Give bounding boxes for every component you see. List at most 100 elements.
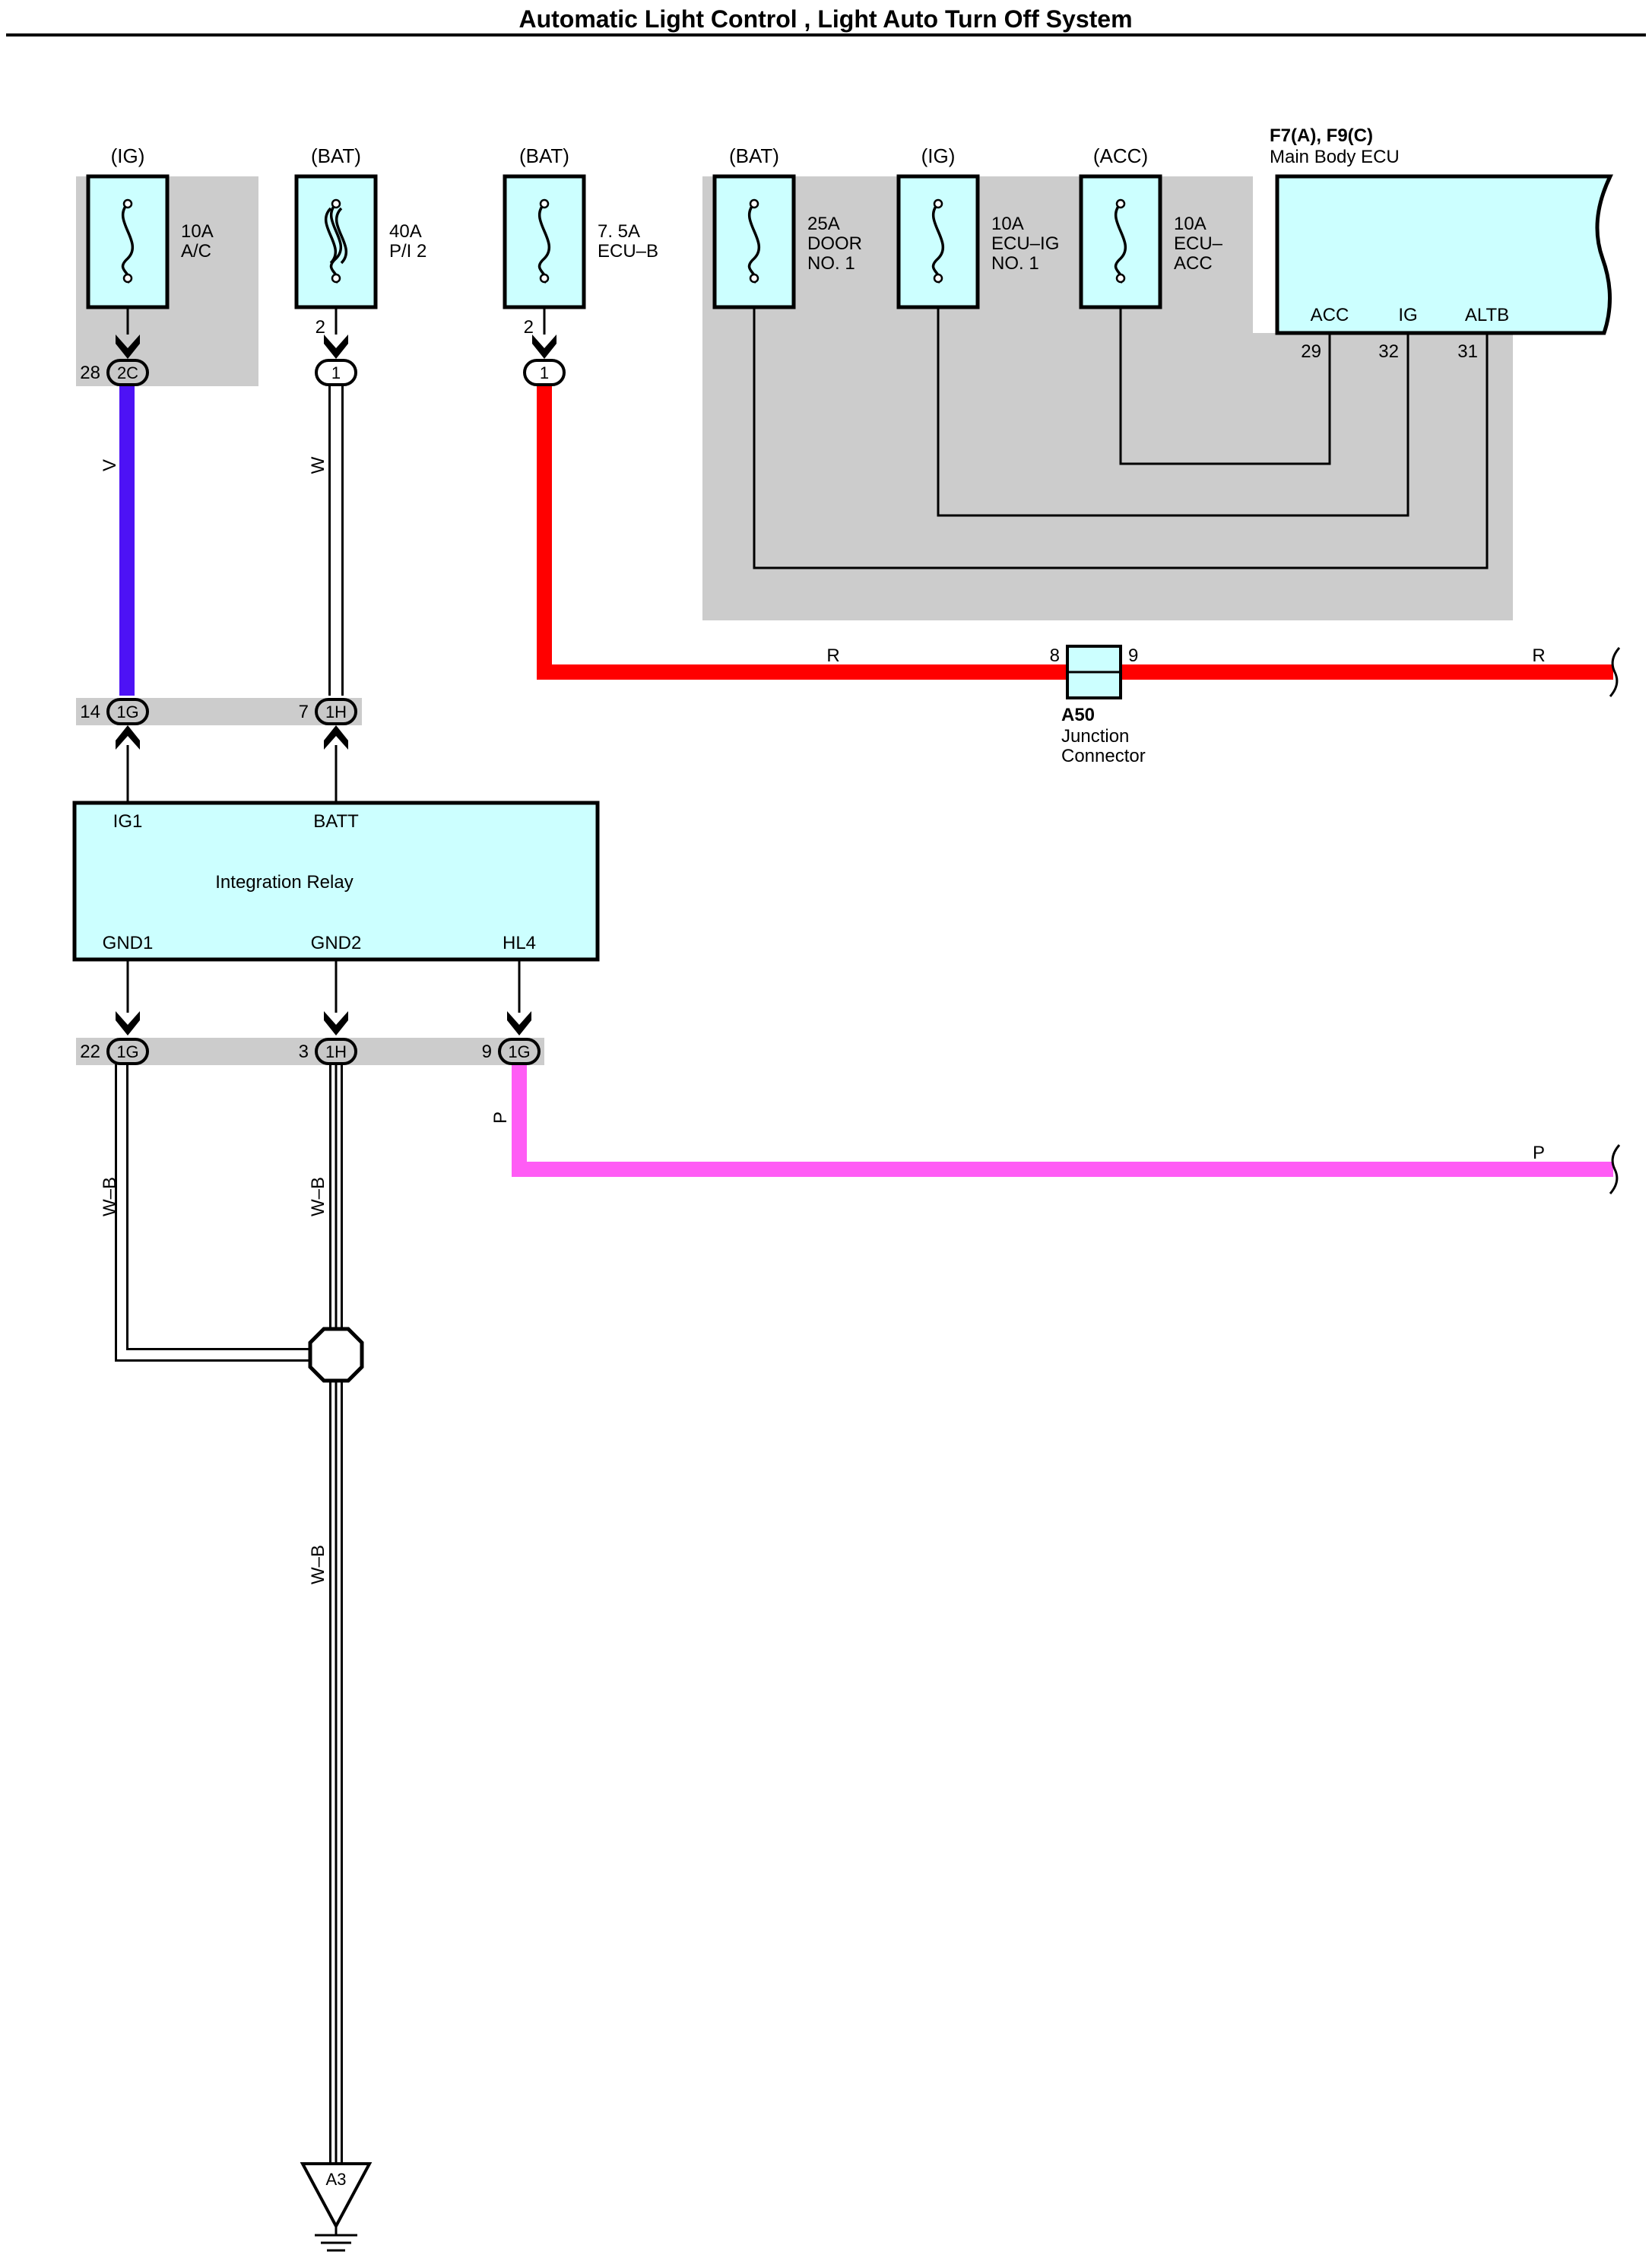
wire-label-wb-left: W–B (100, 1177, 120, 1216)
conn-1g-hl4 (498, 1038, 541, 1065)
junction-name-2: Connector (1061, 746, 1146, 766)
fuse-pi2 (294, 174, 378, 335)
conn-1g-hl4-pin: 9 (482, 1042, 492, 1062)
arrow-hl4-down (507, 1011, 531, 1035)
junction-pin-in: 8 (1050, 645, 1060, 666)
ecu-terminal-acc: ACC (1311, 305, 1349, 325)
break-mark-p (1609, 1144, 1621, 1194)
line-door-altb (753, 307, 1489, 569)
splice-point (308, 1327, 364, 1383)
junction-pin-out: 9 (1128, 645, 1138, 666)
fuse-pi2-pin: 2 (315, 317, 325, 338)
relay-terminal-hl4: HL4 (503, 933, 536, 953)
ecu-name: Main Body ECU (1270, 147, 1400, 167)
relay-terminal-gnd2: GND2 (311, 933, 362, 953)
fuse-door-rating: 25A (807, 214, 840, 234)
conn-1g-gnd1 (106, 1038, 149, 1065)
fuse-pi2-supply: (BAT) (311, 144, 361, 167)
ecu-pin-31: 31 (1457, 341, 1478, 362)
ecu-terminal-ig: IG (1398, 305, 1417, 325)
ground-a3 (300, 2162, 373, 2230)
fuse-ac-rating: 10A (181, 221, 214, 242)
fuse-ecuig (896, 174, 980, 309)
wire-r (537, 384, 1613, 680)
relay-terminal-gnd1: GND1 (103, 933, 154, 953)
wire-label-wb-mid: W–B (308, 1177, 328, 1216)
wire-label-r-right: R (1532, 645, 1545, 666)
fuse-door (712, 174, 796, 309)
wire-wb-left (115, 1064, 318, 1362)
wire-label-r-left: R (826, 645, 839, 666)
fuse-ecub-pin: 2 (524, 317, 534, 338)
conn-1g-gnd1-label: 1G (116, 1042, 138, 1061)
conn-pi2-1 (315, 359, 357, 386)
arrow-ig1-up (116, 725, 140, 750)
fuse-door-name-2: NO. 1 (807, 253, 855, 274)
wire-label-v: V (100, 459, 120, 471)
fuse-pi2-name: P/I 2 (389, 241, 426, 262)
ecu-code: F7(A), F9(C) (1270, 125, 1373, 146)
relay-name: Integration Relay (215, 872, 353, 893)
line-ecuig-ig (937, 307, 1409, 517)
wire-label-w: W (308, 456, 328, 474)
fuse-ecub (503, 174, 586, 335)
fuse-ecuacc-supply: (ACC) (1093, 144, 1148, 167)
arrow-ac-down (116, 335, 140, 359)
fuse-ecuig-rating: 10A (991, 214, 1024, 234)
fuse-ac (86, 174, 170, 335)
fuse-ecuacc-name-2: ACC (1174, 253, 1213, 274)
conn-2c (106, 359, 149, 386)
conn-1g-hl4-label: 1G (508, 1042, 530, 1061)
fuse-ac-supply: (IG) (111, 144, 145, 167)
conn-ecub-1-label: 1 (540, 363, 549, 382)
fuse-door-supply: (BAT) (729, 144, 779, 167)
arrow-pi2-down (324, 335, 348, 359)
integration-relay (72, 801, 600, 962)
wire-p (512, 1064, 1613, 1177)
conn-1g-ig1-label: 1G (116, 702, 138, 721)
fuse-ecuacc (1079, 174, 1162, 309)
conn-1g-gnd1-pin: 22 (80, 1042, 100, 1062)
arrow-batt-up (324, 725, 348, 750)
break-mark-r (1609, 647, 1621, 697)
conn-1h-gnd2-label: 1H (325, 1042, 347, 1061)
conn-1h-batt-label: 1H (325, 702, 347, 721)
fuse-ecub-supply: (BAT) (519, 144, 569, 167)
wire-label-wb-low: W–B (308, 1545, 328, 1584)
conn-1h-gnd2-pin: 3 (299, 1042, 309, 1062)
fuse-ecub-name: ECU–B (598, 241, 658, 262)
shade-connector-strip-bottom (76, 1038, 544, 1065)
fuse-ecuig-supply: (IG) (921, 144, 956, 167)
conn-ecub-1 (523, 359, 566, 386)
conn-2c-pin: 28 (80, 363, 100, 383)
wire-label-p-right: P (1533, 1143, 1545, 1163)
conn-1h-gnd2 (315, 1038, 357, 1065)
ecu-terminal-altb: ALTB (1465, 305, 1509, 325)
junction-code: A50 (1061, 705, 1095, 725)
conn-1h-batt (315, 698, 357, 725)
fuse-ecuig-name-2: NO. 1 (991, 253, 1039, 274)
fuse-ecuacc-rating: 10A (1174, 214, 1206, 234)
conn-pi2-1-label: 1 (331, 363, 341, 382)
conn-1h-batt-pin: 7 (299, 702, 309, 722)
fuse-ecub-rating: 7. 5A (598, 221, 640, 242)
fuse-ac-name: A/C (181, 241, 211, 262)
conn-1g-ig1-pin: 14 (80, 702, 100, 722)
fuse-ecuacc-name-1: ECU– (1174, 233, 1223, 254)
wire-label-p-vertical: P (490, 1112, 511, 1124)
arrow-gnd1-down (116, 1011, 140, 1035)
junction-name-1: Junction (1061, 726, 1129, 747)
main-body-ecu (1275, 174, 1613, 335)
ecu-pin-32: 32 (1378, 341, 1399, 362)
relay-terminal-ig1: IG1 (113, 811, 143, 832)
diagram-title: Automatic Light Control , Light Auto Tur… (518, 5, 1132, 33)
arrow-gnd2-down (324, 1011, 348, 1035)
fuse-ecuig-name-1: ECU–IG (991, 233, 1059, 254)
ecu-pin-29: 29 (1301, 341, 1321, 362)
fuse-pi2-rating: 40A (389, 221, 422, 242)
relay-terminal-batt: BATT (313, 811, 359, 832)
conn-2c-label: 2C (117, 363, 138, 382)
line-ecuacc-acc (1119, 307, 1331, 465)
fuse-door-name-1: DOOR (807, 233, 862, 254)
